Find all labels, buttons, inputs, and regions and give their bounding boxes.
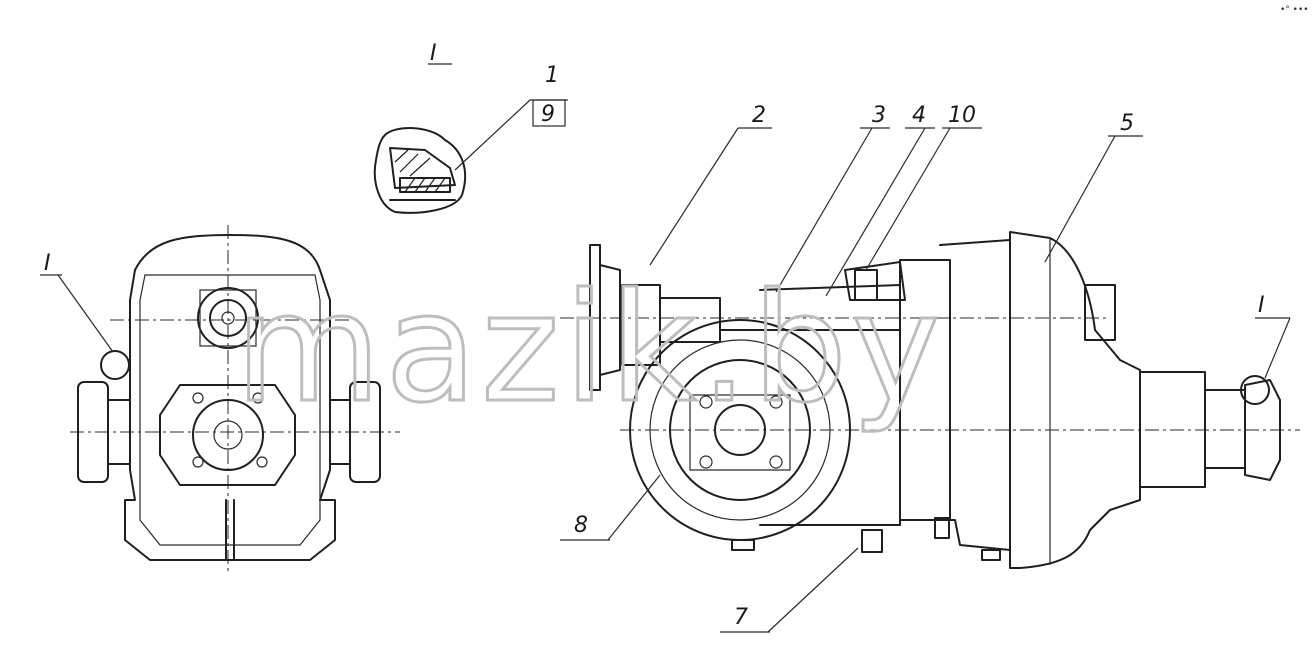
callout-9: 9 xyxy=(541,102,555,127)
corner-mark: •° ••• xyxy=(1280,5,1309,15)
callout-1: 1 xyxy=(545,63,559,88)
detail-view-i: I 1 9 xyxy=(373,41,568,214)
callout-9-box xyxy=(532,99,566,127)
callout-2: 2 xyxy=(752,103,766,128)
callout-7: 7 xyxy=(734,605,748,630)
watermark: mazik.by xyxy=(235,262,944,436)
end-view-housing: I xyxy=(40,225,400,575)
callout-8: 8 xyxy=(574,513,588,538)
side-view-assembly: I xyxy=(560,231,1300,569)
callout-10: 10 xyxy=(948,103,976,128)
side-callouts: 2 3 4 10 5 8 7 xyxy=(560,103,1143,633)
seal-section xyxy=(389,147,456,189)
callout-4: 4 xyxy=(912,103,926,128)
callout-view-left: I xyxy=(44,251,51,276)
detail-outline xyxy=(373,127,467,214)
callout-view-right: I xyxy=(1258,293,1265,318)
detail-title: I xyxy=(430,41,437,66)
callout-5: 5 xyxy=(1120,111,1134,136)
callout-3: 3 xyxy=(872,103,886,128)
